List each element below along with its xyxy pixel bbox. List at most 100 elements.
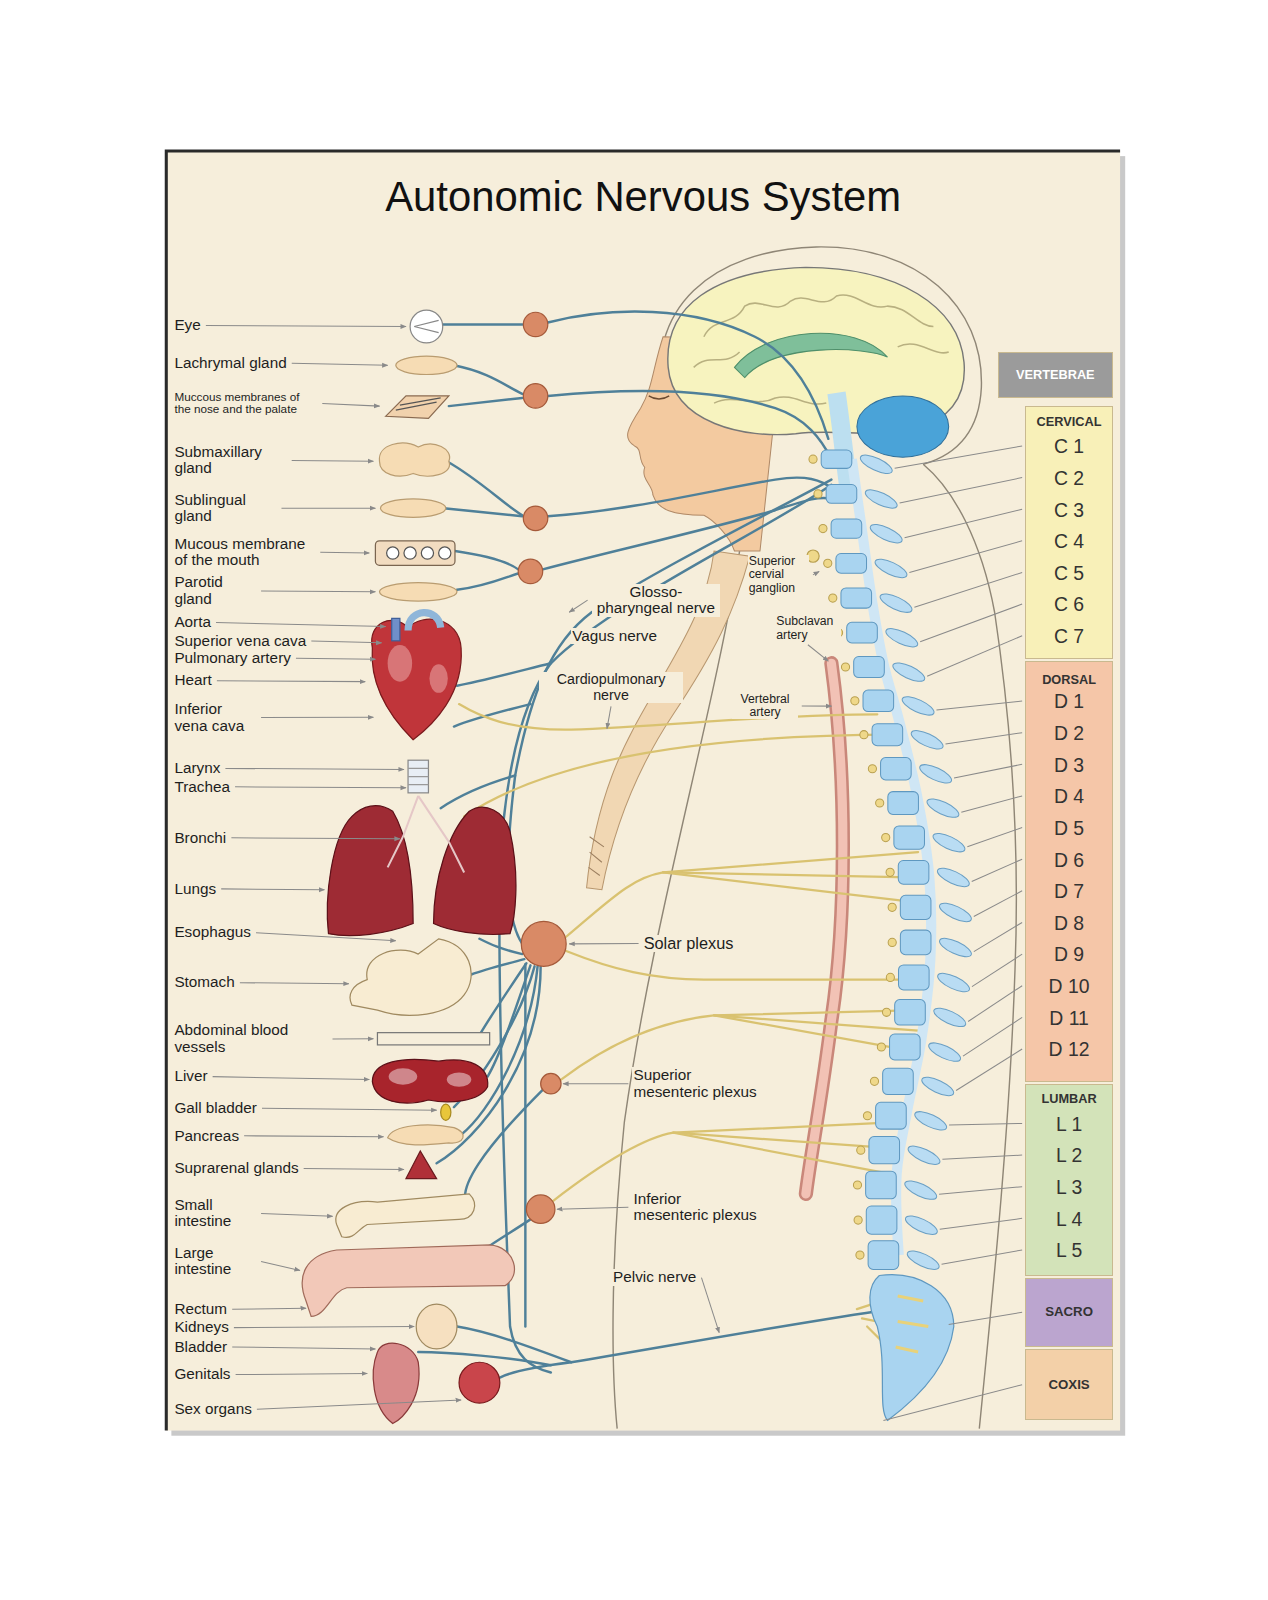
organ-label: Abdominal blood vessels xyxy=(173,1022,328,1055)
sympathetic-ganglion xyxy=(851,697,859,705)
leader-line xyxy=(261,717,373,718)
poster-ground xyxy=(166,151,1120,1431)
ganglia xyxy=(521,921,566,966)
organ-label: Muccous membranes of the nose and the pa… xyxy=(173,391,318,416)
organs xyxy=(388,645,412,682)
sympathetic-ganglion xyxy=(854,1216,862,1224)
vertebra-label: D 8 xyxy=(1054,912,1084,935)
leader-line xyxy=(206,325,406,327)
spinous-process xyxy=(937,935,974,961)
vertebra-label: D 12 xyxy=(1049,1038,1090,1061)
vertebra-leader xyxy=(961,796,1022,812)
leader-line xyxy=(213,1077,370,1080)
vertebral-body xyxy=(876,1102,907,1129)
spinous-process xyxy=(906,1142,943,1168)
organs xyxy=(421,547,433,559)
body-outline xyxy=(613,247,1016,1429)
ganglia xyxy=(541,1073,561,1093)
ganglia xyxy=(526,1195,555,1224)
vertebra-label: D 9 xyxy=(1054,943,1084,966)
spinous-process xyxy=(868,521,905,547)
organ-label: Lungs xyxy=(173,881,217,898)
sympathetic-ganglion xyxy=(841,663,849,671)
leader-line xyxy=(261,1213,332,1216)
nerve-label: Superior cervial ganglion xyxy=(748,555,809,595)
nerves xyxy=(500,1311,877,1377)
organ-label: Mucous membrane of the mouth xyxy=(173,536,316,569)
vertebra-leader xyxy=(905,509,1023,538)
leader-line xyxy=(304,1168,404,1170)
organs xyxy=(373,1343,419,1423)
vertebra-leader xyxy=(936,701,1022,710)
vertebral-body xyxy=(900,930,931,955)
spinous-process xyxy=(878,590,915,616)
sacrum xyxy=(870,1275,954,1421)
vertebral-body xyxy=(898,861,929,885)
vertebra-label: D 6 xyxy=(1054,849,1084,872)
organs xyxy=(327,806,413,936)
vertebra-leader xyxy=(940,1218,1022,1229)
vertebral-body xyxy=(872,724,903,746)
vertebra-label: C 2 xyxy=(1054,467,1084,490)
organs xyxy=(408,613,441,631)
vertebra-label: C 1 xyxy=(1054,435,1084,458)
organ-label: Gall bladder xyxy=(173,1100,257,1117)
nerve-label: Glosso- pharyngeal nerve xyxy=(592,584,720,617)
leader-line xyxy=(240,982,349,984)
leader-line xyxy=(557,1207,628,1209)
region-heading: CERVICAL xyxy=(1037,414,1102,429)
spinous-process xyxy=(873,556,910,582)
organs xyxy=(388,1125,464,1145)
nerves xyxy=(548,312,829,439)
vertebra-leader xyxy=(963,1017,1022,1056)
organs xyxy=(389,1068,418,1084)
ganglia xyxy=(523,506,547,530)
organs xyxy=(429,664,447,693)
organs xyxy=(375,541,455,565)
brain xyxy=(734,333,887,377)
leader-line xyxy=(563,1083,628,1084)
sympathetic-ganglion xyxy=(877,1043,885,1051)
organ-label: Eye xyxy=(173,317,201,334)
organs xyxy=(302,310,516,1423)
organ-label: Suprarenal glands xyxy=(173,1160,299,1177)
sympathetic-ganglion xyxy=(856,1251,864,1259)
vertebra-leader xyxy=(914,572,1022,607)
leader-line xyxy=(261,590,375,592)
sympathetic-ganglion xyxy=(829,594,837,602)
spinous-process xyxy=(925,795,962,821)
lumbar-band: LUMBARL 1L 2L 3L 4L 5 xyxy=(1025,1084,1113,1276)
face xyxy=(649,396,669,399)
organs xyxy=(396,398,441,410)
spinous-process xyxy=(858,451,895,477)
leader-line xyxy=(262,1108,437,1110)
organs xyxy=(379,583,457,601)
sympathetic-ganglion xyxy=(882,833,890,841)
sympathetic-ganglion xyxy=(886,868,894,876)
nerves xyxy=(465,1090,543,1209)
leader-line xyxy=(257,1400,461,1409)
spinous-process xyxy=(905,1247,942,1273)
sympathetic-ganglion xyxy=(860,731,868,739)
organs xyxy=(439,547,451,559)
brain xyxy=(668,267,965,489)
aorta xyxy=(806,663,843,1194)
organs xyxy=(459,1362,500,1403)
poster-ground xyxy=(166,151,1120,1431)
vertebra-label: L 2 xyxy=(1056,1144,1082,1167)
vertebra-leader xyxy=(949,1312,1022,1324)
nerve-label: Solar plexus xyxy=(643,935,735,953)
leader-line xyxy=(813,571,819,574)
sympathetic-ganglion xyxy=(857,1146,865,1154)
sympathetic-ganglion xyxy=(814,490,822,498)
leader-lines xyxy=(206,326,1022,1421)
nerves xyxy=(418,312,877,1378)
vertebra-label: D 1 xyxy=(1054,690,1084,713)
spinous-process xyxy=(926,1039,963,1065)
sympathetic-ganglion xyxy=(863,1112,871,1120)
leader-line xyxy=(808,645,828,661)
leader-line xyxy=(244,1135,383,1137)
spinous-process xyxy=(883,625,920,651)
sympathetic-nerves xyxy=(464,735,898,817)
vertebra-label: L 3 xyxy=(1056,1176,1082,1199)
